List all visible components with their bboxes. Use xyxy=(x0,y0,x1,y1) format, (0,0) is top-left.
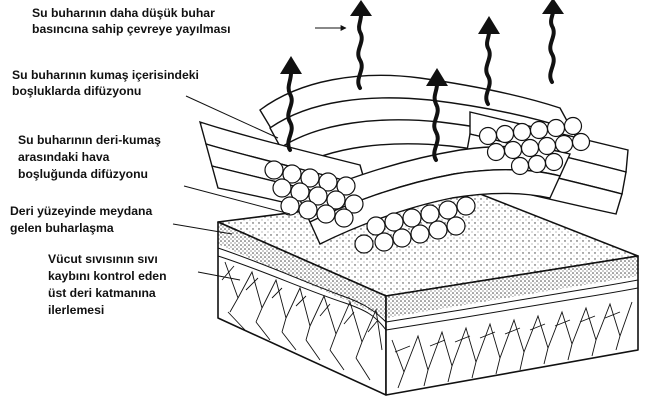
wavy-vapor-arrow-icon xyxy=(542,0,564,82)
label-fluid-to-outer-skin: Vücut sıvısının sıvı kaybını kontrol ede… xyxy=(48,252,170,317)
wavy-vapor-arrow-icon xyxy=(350,0,372,88)
label-skin-evaporation: Deri yüzeyinde meydana gelen buharlaşma xyxy=(10,204,156,235)
label-vapor-dispersal: Su buharının daha düşük buhar basıncına … xyxy=(32,6,231,36)
label-diffusion-in-air-gap: Su buharının deri-kumaş arasındaki hava … xyxy=(18,133,164,181)
label-diffusion-in-fabric: Su buharının kumaş içerisindeki boşlukla… xyxy=(12,68,202,98)
